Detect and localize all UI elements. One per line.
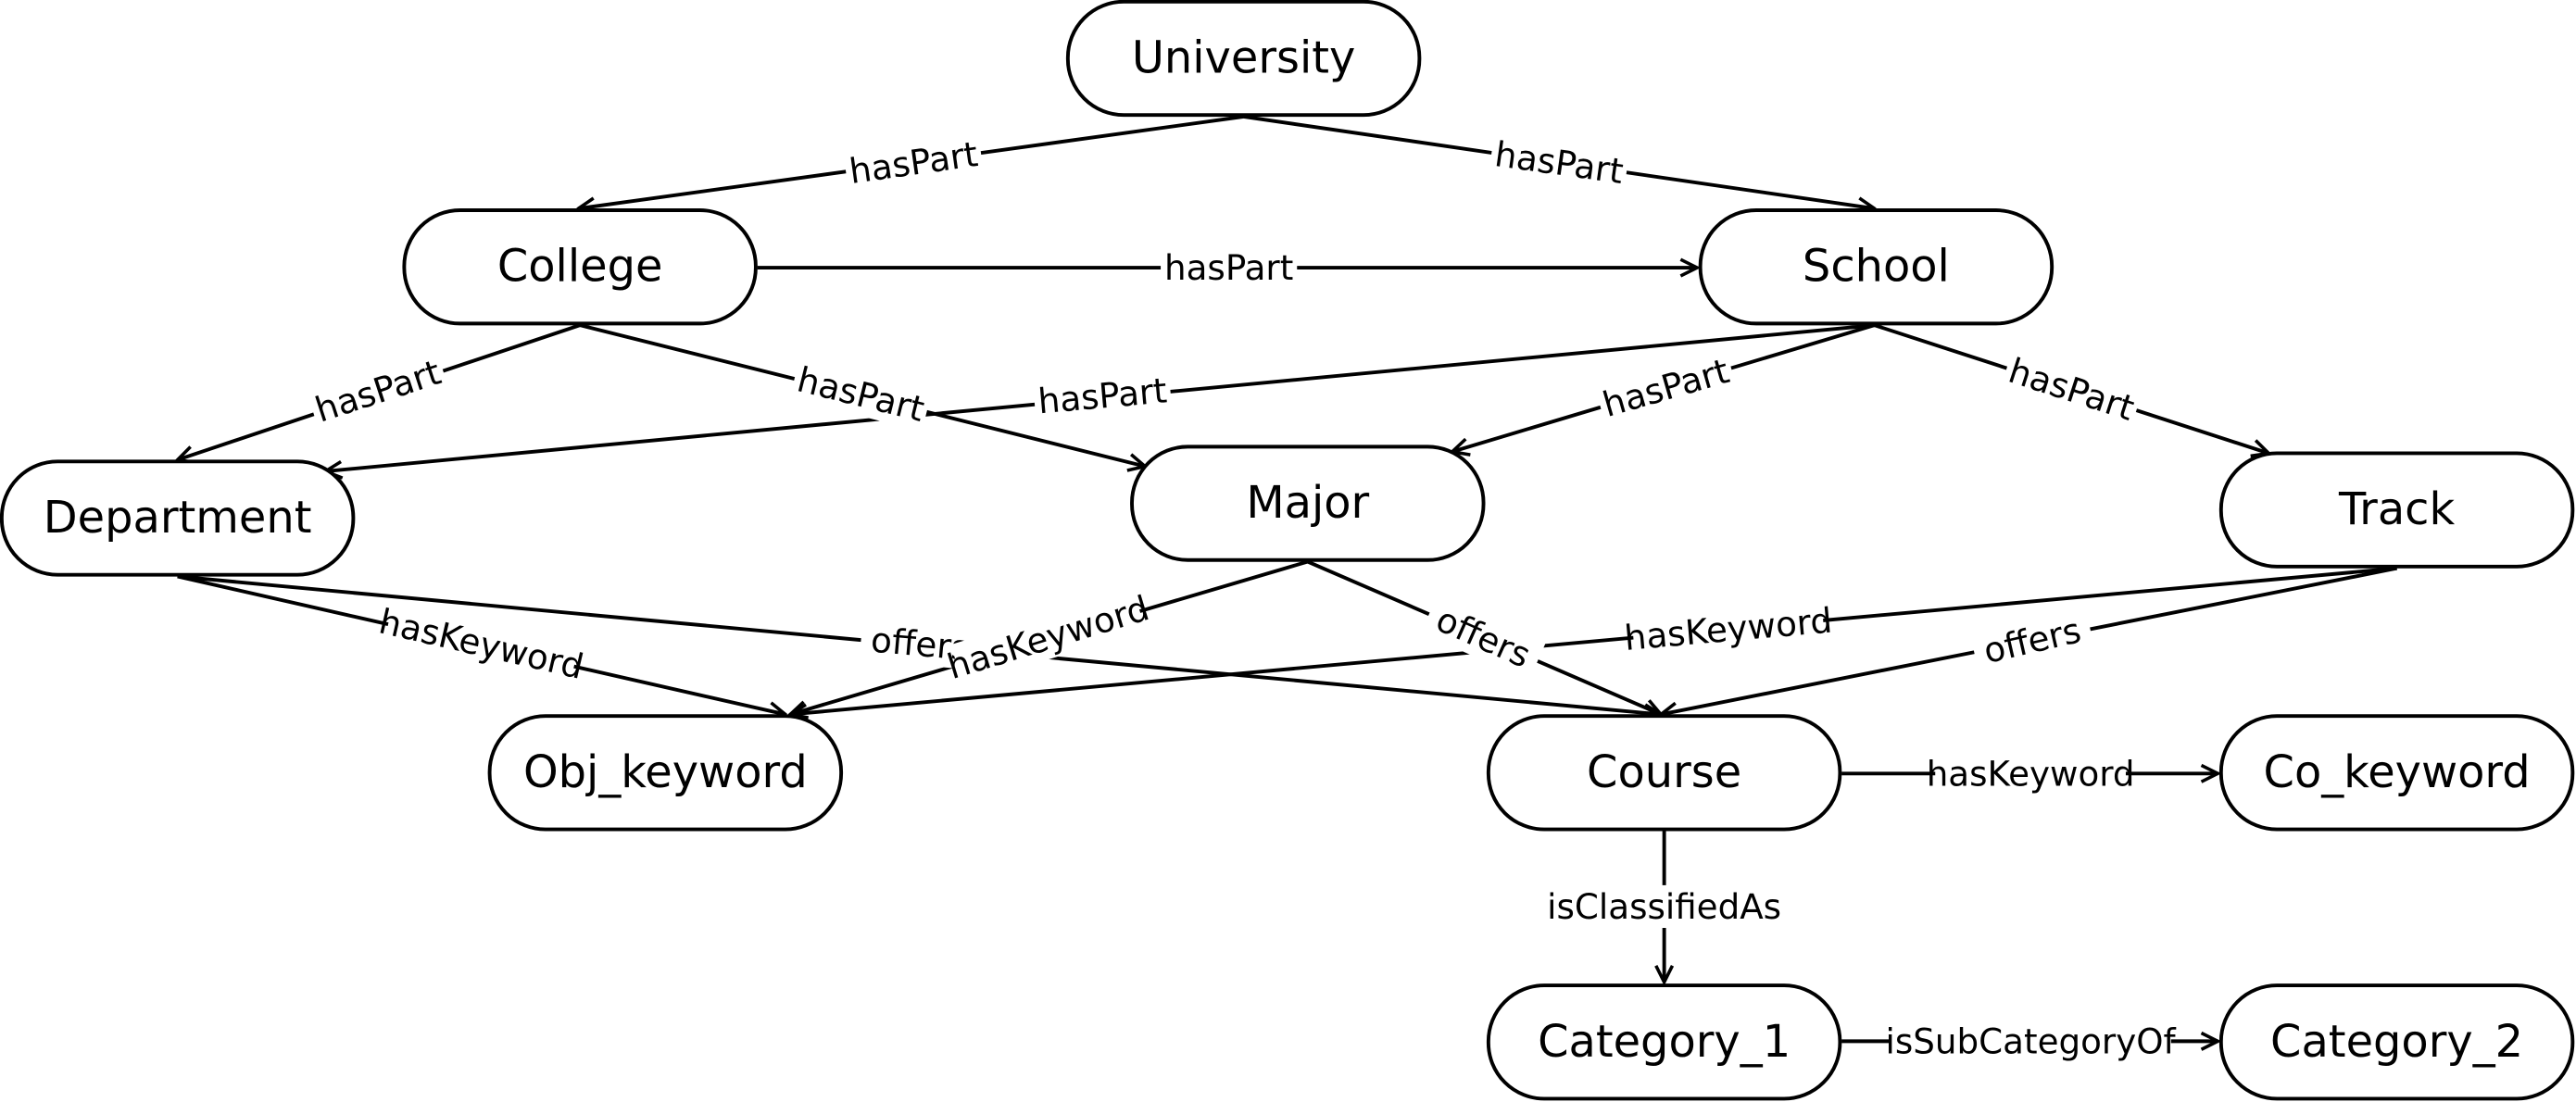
node-label: Co_keyword <box>2264 747 2531 798</box>
edge-label: hasPart <box>1164 247 1293 288</box>
node-course: Course <box>1486 714 1842 832</box>
edge-label-group: isClassifiedAs <box>1532 884 1796 929</box>
edge-label-group: hasPart <box>306 349 450 432</box>
node-shape <box>1065 0 1422 118</box>
node-label: Course <box>1587 747 1741 798</box>
node-major: Major <box>1130 445 1486 562</box>
edge-label-background <box>1489 131 1630 194</box>
node-shape <box>2218 983 2575 1101</box>
edge-label-background <box>1935 752 2126 795</box>
edge-label-background <box>383 601 580 686</box>
node-university: University <box>1065 0 1422 118</box>
node-college: College <box>402 208 758 326</box>
edge-label-background <box>1890 1020 2171 1063</box>
node-shape <box>1486 714 1842 832</box>
node-department: Department <box>0 459 356 577</box>
node-label: Department <box>44 493 312 544</box>
node-shape <box>0 459 356 577</box>
edge-label: hasPart <box>2004 350 2139 429</box>
edge-label-background <box>1161 246 1298 290</box>
edge-label-background <box>1594 348 1738 427</box>
node-label: School <box>1803 242 1950 293</box>
edge-label-background <box>843 131 985 194</box>
node-label: Track <box>2338 484 2456 535</box>
edge-label-background <box>1032 369 1173 423</box>
node-category-1: Category_1 <box>1486 983 1842 1101</box>
edge-label: hasPart <box>793 358 928 429</box>
edge-label: hasPart <box>1492 133 1626 192</box>
node-category-2: Category_2 <box>2218 983 2575 1101</box>
edge-label-background <box>306 349 450 432</box>
node-label: College <box>497 242 663 293</box>
edge-label-group: offers <box>1969 606 2095 675</box>
node-shape <box>1130 445 1486 562</box>
edge-label: hasPart <box>310 352 446 431</box>
edge-label-group: hasKeyword <box>1623 599 1834 659</box>
edge-label: hasKeyword <box>375 600 587 686</box>
node-shape <box>1698 208 2055 326</box>
edge-label: hasPart <box>1598 350 1733 425</box>
edge-label-background <box>789 357 933 432</box>
edge-label-group: hasKeyword <box>1927 752 2135 795</box>
edge-track-hasKeyword-obj_keyword <box>790 566 2397 715</box>
edge-label-background <box>859 617 981 670</box>
node-label: Obj_keyword <box>523 747 808 798</box>
node-shape <box>2218 451 2575 569</box>
edge-label-group: hasPart <box>1594 348 1738 427</box>
edge-label: isClassifiedAs <box>1547 886 1781 927</box>
edge-label-group: hasPart <box>843 131 985 194</box>
node-shape <box>2218 714 2575 832</box>
node-obj-keyword: Obj_keyword <box>487 714 844 832</box>
node-label: Category_2 <box>2270 1017 2523 1068</box>
node-shape <box>1486 983 1842 1101</box>
edge-label-background <box>950 588 1146 686</box>
node-track: Track <box>2218 451 2575 569</box>
edge-label: hasPart <box>847 133 980 192</box>
node-school: School <box>1698 208 2055 326</box>
edge-label-group: isSubCategoryOf <box>1886 1020 2177 1063</box>
edge-label-background <box>1969 606 2095 675</box>
edge-label-background <box>2000 347 2143 431</box>
node-label: Category_1 <box>1538 1017 1791 1068</box>
node-label: University <box>1132 32 1356 83</box>
edge-label: offers <box>1430 598 1537 675</box>
edge-line <box>790 566 2397 715</box>
edge-label: hasKeyword <box>1927 753 2135 794</box>
edge-label-background <box>1532 884 1796 929</box>
node-label: Major <box>1246 478 1369 529</box>
edge-label-background <box>1631 599 1826 659</box>
node-co-keyword: Co_keyword <box>2218 714 2575 832</box>
edge-label: hasPart <box>1037 369 1169 421</box>
edge-label: isSubCategoryOf <box>1886 1021 2177 1061</box>
edge-label-group: hasPart <box>1032 369 1173 423</box>
edge-label-group: hasPart <box>1161 246 1298 290</box>
node-shape <box>402 208 758 326</box>
edge-label-group: hasPart <box>2000 347 2143 431</box>
edge-label-background <box>1420 594 1547 682</box>
edge-label-group: offers <box>1420 594 1547 682</box>
node-shape <box>487 714 844 832</box>
edge-label-group: hasPart <box>1489 131 1630 194</box>
